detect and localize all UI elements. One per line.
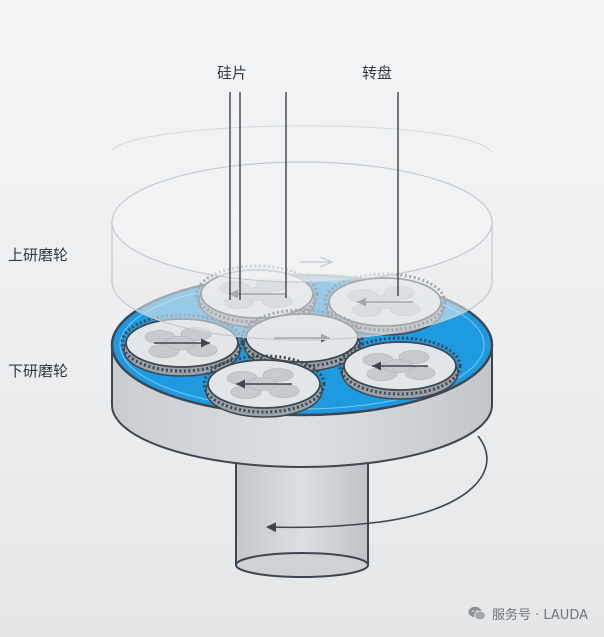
carrier-disc-teeth [120, 313, 244, 373]
carrier-label: 转盘 [362, 64, 393, 82]
carrier-disc [202, 354, 326, 418]
carrier-disc [120, 313, 244, 377]
upper-wheel [111, 125, 493, 341]
upper-wheel-label: 上研磨轮 [8, 246, 69, 264]
wafer-label: 硅片 [217, 64, 248, 82]
arrow-head [372, 361, 381, 371]
arrow-head [201, 338, 210, 348]
carrier-disc-teeth [240, 308, 364, 368]
wechat-icon [468, 606, 486, 621]
carrier-disc-teeth [202, 354, 326, 414]
carrier-disc-teeth [338, 336, 462, 396]
lower-rotation-arrow [266, 435, 488, 533]
watermark: 服务号 · LAUDA [468, 604, 588, 623]
watermark-text: 服务号 · LAUDA [491, 608, 588, 623]
leader-lines [229, 92, 399, 300]
lower-wheel-label: 下研磨轮 [8, 362, 69, 380]
arrow-head [236, 379, 245, 389]
carrier-disc [338, 336, 462, 400]
shaft [235, 454, 369, 578]
